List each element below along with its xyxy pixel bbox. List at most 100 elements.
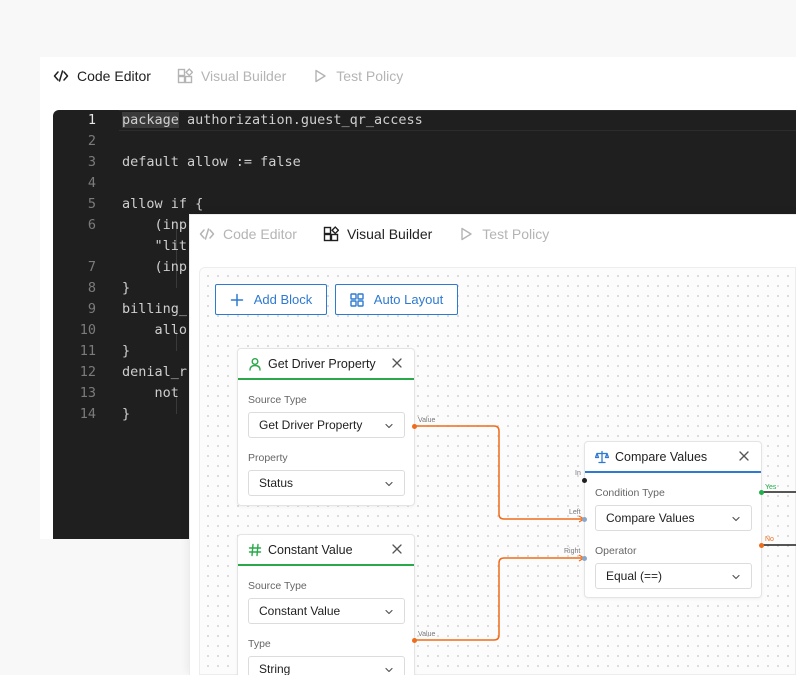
port-label-in: In — [575, 470, 581, 477]
type-label: Type — [248, 638, 271, 650]
front-tab-bar: Code Editor Visual Builder Test Policy — [199, 225, 575, 243]
code-line: 8} — [53, 278, 796, 299]
line-number: 2 — [87, 133, 96, 149]
tab-code-editor-label: Code Editor — [223, 226, 297, 242]
input-port-left[interactable] — [581, 516, 587, 522]
line-number: 14 — [79, 406, 96, 422]
port-label-left: Left — [569, 509, 581, 516]
close-icon[interactable] — [391, 357, 403, 369]
line-number: 3 — [87, 154, 96, 170]
close-icon[interactable] — [391, 543, 403, 555]
add-block-button[interactable]: Add Block — [215, 284, 327, 315]
node-compare-values[interactable]: Compare Values Condition Type Compare Va… — [584, 441, 762, 598]
tab-test-policy[interactable]: Test Policy — [312, 68, 403, 84]
output-port-yes[interactable] — [758, 489, 764, 495]
tab-code-editor[interactable]: Code Editor — [199, 226, 297, 242]
indent-guide — [176, 330, 177, 351]
line-number: 12 — [79, 364, 96, 380]
code-line: 7 (inp — [53, 257, 796, 278]
code-line: 6 (inp — [53, 215, 796, 236]
line-number: 13 — [79, 385, 96, 401]
type-select[interactable]: String — [248, 656, 405, 675]
user-icon — [249, 358, 261, 371]
scale-icon — [595, 450, 609, 464]
node-header: Compare Values — [585, 442, 761, 472]
line-number: 9 — [87, 301, 96, 317]
code-line: 1 package authorization.guest_qr_access — [53, 110, 796, 131]
auto-layout-button[interactable]: Auto Layout — [335, 284, 458, 315]
code-line: 10 allo — [53, 320, 796, 341]
chevron-down-icon — [385, 667, 393, 673]
node-constant-value[interactable]: Constant Value Source Type Constant Valu… — [237, 534, 415, 675]
node-get-driver-property[interactable]: Get Driver Property Source Type Get Driv… — [237, 348, 415, 506]
play-icon — [461, 227, 472, 241]
line-number: 10 — [79, 322, 96, 338]
port-label-yes: Yes — [765, 484, 777, 491]
play-icon — [315, 69, 326, 83]
source-type-select[interactable]: Constant Value — [248, 598, 405, 624]
operator-label: Operator — [595, 545, 637, 557]
port-label-value: Value — [418, 417, 436, 424]
output-port-no[interactable] — [758, 542, 764, 548]
input-port-in[interactable] — [581, 477, 587, 483]
condition-type-select[interactable]: Compare Values — [595, 505, 752, 531]
line-number: 1 — [87, 112, 96, 128]
line-number: 5 — [87, 196, 96, 212]
node-title: Constant Value — [268, 543, 353, 557]
code-icon — [199, 228, 215, 240]
line-number: 8 — [87, 280, 96, 296]
edge-constant-to-right — [414, 557, 584, 641]
indent-guide — [176, 393, 177, 414]
node-title: Compare Values — [615, 450, 708, 464]
tab-code-editor-label: Code Editor — [77, 68, 151, 84]
property-label: Property — [248, 452, 288, 464]
port-label-value: Value — [418, 631, 436, 638]
tab-test-policy-label: Test Policy — [482, 226, 550, 242]
line-text: package authorization.guest_qr_access — [122, 112, 423, 128]
code-line: "lit — [53, 236, 796, 257]
operator-select[interactable]: Equal (==) — [595, 563, 752, 589]
output-port[interactable] — [411, 637, 417, 643]
source-type-select[interactable]: Get Driver Property — [248, 412, 405, 438]
line-number: 11 — [79, 343, 96, 359]
line-text: (inp — [122, 259, 188, 275]
plus-icon — [230, 293, 243, 306]
line-text: } — [122, 280, 131, 296]
line-text: default allow := false — [122, 154, 301, 170]
chevron-down-icon — [385, 481, 393, 487]
node-header: Get Driver Property — [238, 349, 414, 379]
code-icon — [53, 70, 69, 82]
blocks-icon — [323, 226, 339, 242]
node-title: Get Driver Property — [268, 357, 376, 371]
line-text: (inp — [122, 217, 188, 233]
line-text: billing_ — [122, 301, 188, 317]
tab-visual-builder[interactable]: Visual Builder — [323, 226, 432, 242]
line-text: } — [122, 406, 131, 422]
tab-test-policy-label: Test Policy — [336, 68, 404, 84]
chevron-down-icon — [385, 423, 393, 429]
tab-test-policy[interactable]: Test Policy — [458, 226, 549, 242]
source-type-value: Constant Value — [259, 604, 341, 618]
code-line: 9 billing_ — [53, 299, 796, 320]
tab-visual-builder[interactable]: Visual Builder — [177, 68, 286, 84]
node-header: Constant Value — [238, 535, 414, 565]
blocks-icon — [177, 68, 193, 84]
property-select[interactable]: Status — [248, 470, 405, 496]
input-port-right[interactable] — [581, 555, 587, 561]
source-type-label: Source Type — [248, 394, 307, 406]
code-line: 3 default allow := false — [53, 152, 796, 173]
tab-visual-builder-label: Visual Builder — [200, 68, 287, 84]
condition-type-label: Condition Type — [595, 487, 665, 499]
output-port[interactable] — [411, 423, 417, 429]
source-type-label: Source Type — [248, 580, 307, 592]
line-text: allow if { — [122, 196, 204, 212]
grid-icon — [350, 292, 364, 307]
line-number: 6 — [87, 217, 96, 233]
operator-value: Equal (==) — [606, 569, 663, 583]
port-label-no: No — [765, 536, 774, 543]
close-icon[interactable] — [738, 450, 750, 462]
tab-code-editor[interactable]: Code Editor — [53, 68, 151, 84]
chevron-down-icon — [385, 609, 393, 615]
auto-layout-label: Auto Layout — [373, 292, 444, 307]
